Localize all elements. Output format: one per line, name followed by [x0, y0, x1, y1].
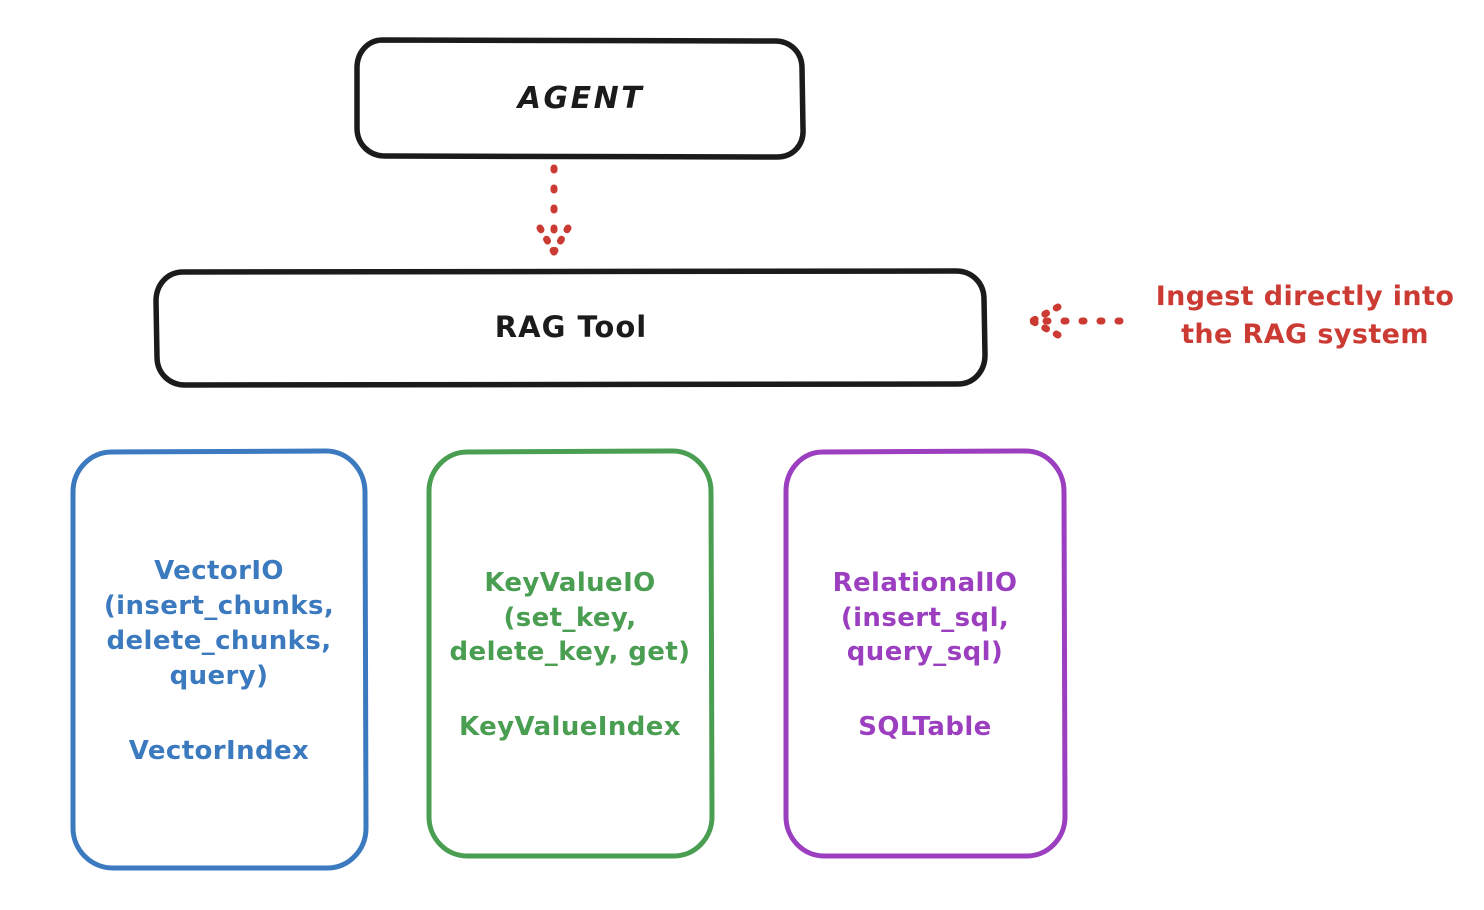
- key-value-io-node[interactable]: KeyValueIO (set_key, delete_key, get) Ke…: [426, 450, 714, 858]
- agent-node-label: AGENT: [517, 80, 645, 116]
- vector-io-node-label: VectorIO (insert_chunks, delete_chunks, …: [103, 556, 335, 691]
- relational-io-node-sublabel: SQLTable: [858, 712, 992, 743]
- relational-io-node[interactable]: RelationalIO (insert_sql, query_sql) SQL…: [783, 450, 1067, 858]
- rag-tool-box-outline: [153, 268, 988, 388]
- key-value-io-node-label: KeyValueIO (set_key, delete_key, get): [449, 567, 691, 668]
- ingest-annotation-text: Ingest directly into the RAG system: [1155, 281, 1455, 351]
- key-value-io-box-outline: [426, 448, 715, 859]
- agent-to-rag-arrowhead-left: [536, 224, 558, 256]
- rag-tool-node-label: RAG Tool: [494, 310, 648, 345]
- agent-box-outline: [354, 37, 806, 160]
- relational-io-node-label: RelationalIO (insert_sql, query_sql): [832, 567, 1018, 668]
- rag-tool-node[interactable]: RAG Tool: [155, 270, 987, 386]
- relational-io-box-outline: [783, 448, 1068, 859]
- ingest-arrow-head-bottom: [1028, 317, 1062, 339]
- agent-to-rag-arrowhead-right: [550, 224, 572, 256]
- vector-io-node-sublabel: VectorIndex: [128, 735, 310, 766]
- vector-io-node[interactable]: VectorIO (insert_chunks, delete_chunks, …: [70, 450, 368, 870]
- vector-io-box-outline: [70, 448, 369, 871]
- ingest-arrow-head-top: [1028, 303, 1062, 325]
- key-value-io-node-sublabel: KeyValueIndex: [459, 712, 681, 743]
- agent-node[interactable]: AGENT: [356, 38, 806, 158]
